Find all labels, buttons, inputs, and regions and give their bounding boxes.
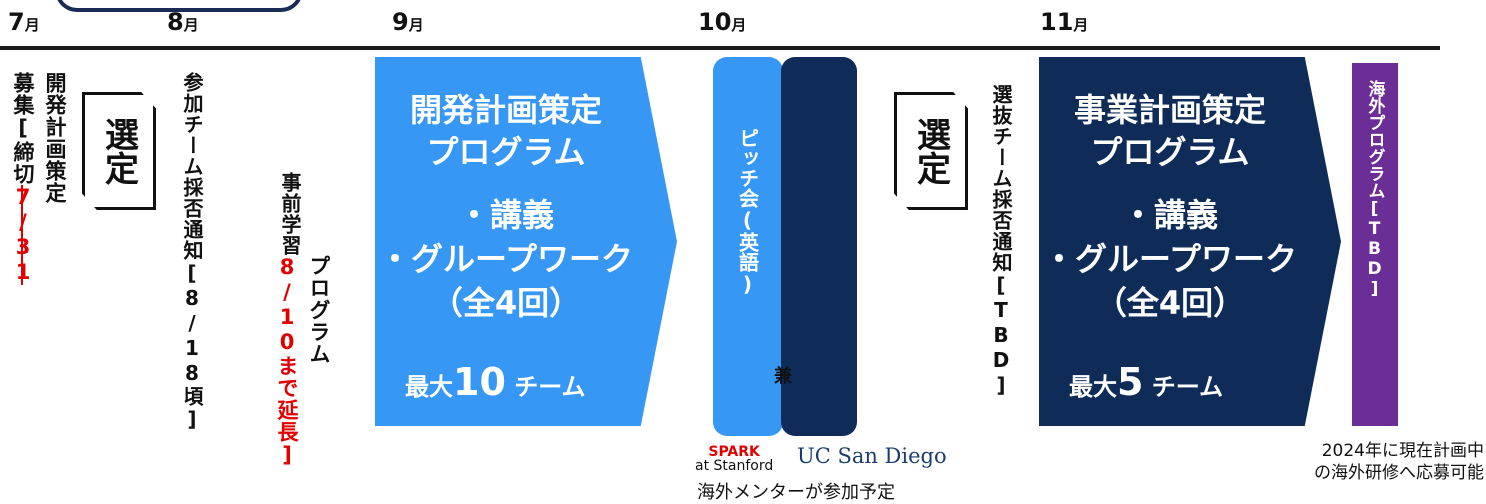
ken-label: 兼	[774, 366, 792, 387]
month-aug: 8月	[167, 8, 199, 36]
biz-selection-block: 事業計画策定プログラム参加者選考会	[781, 57, 1046, 436]
biz-program-title2: プログラム	[1090, 133, 1250, 171]
pitch-block: ピッチ会(英語)	[713, 57, 783, 436]
recruit-old-date: 7/31	[11, 185, 35, 285]
biz-program-sessions: （全4回）	[1094, 284, 1246, 322]
month-oct: 10月	[698, 8, 747, 36]
selection-box-2: 選定	[894, 92, 968, 210]
dev-program-bullet2: ・グループワーク	[378, 240, 634, 278]
overseas-block: 海外プログラム[TBD]	[1352, 63, 1398, 426]
recruit-line2: 募集[締切	[11, 72, 35, 185]
overseas-note-line1: 2024年に現在計画中	[1321, 441, 1484, 461]
recruit-line1: 開発計画策定	[43, 72, 67, 204]
pre-study: 事前学習	[278, 172, 302, 256]
month-jul: 7月	[8, 8, 40, 36]
month-sep: 9月	[392, 8, 424, 36]
selection-box-1: 選定	[82, 92, 156, 210]
recruit-line2-wrap: 募集[締切7/31	[8, 72, 38, 492]
dev-program-sessions: （全4回）	[430, 284, 582, 322]
biz-selection-text: 事業計画策定プログラム参加者選考会	[590, 70, 1049, 393]
recruit-new-date: 8/10まで延長]	[275, 255, 299, 468]
biz-program-block: 事業計画策定 プログラム ・講義 ・グループワーク （全4回） 最大5 チーム	[1039, 57, 1341, 426]
recruit-notice-2: プログラム 8/10まで延長]	[38, 255, 334, 468]
spark-logo: SPARK at Stanford	[695, 444, 774, 474]
selection-label-2: 選定	[910, 117, 951, 185]
timeline-axis	[0, 46, 1440, 50]
pitch-label: ピッチ会(英語)	[735, 127, 760, 296]
overseas-label: 海外プログラム[TBD]	[1364, 80, 1385, 299]
recruit-notice: 開発計画策定 募集[締切7/31	[8, 72, 70, 492]
biz-program-capacity: 最大5 チーム	[1069, 360, 1224, 404]
biz-program-bullet2: ・グループワーク	[1042, 240, 1298, 278]
recruit-line3: プログラム	[307, 255, 331, 365]
biz-program-bullet1: ・講義	[1121, 196, 1218, 234]
ucsd-logo: UC San Diego	[797, 444, 947, 468]
overseas-note: 2024年に現在計画中 の海外研修へ応募可能	[1270, 440, 1484, 484]
biz-program-title1: 事業計画策定	[1073, 91, 1266, 129]
month-nov: 11月	[1040, 8, 1089, 36]
selection-label-1: 選定	[98, 117, 139, 185]
aug-notice: 参加チーム採否通知[8/18頃]	[180, 72, 204, 432]
dev-program-bullet1: ・講義	[457, 196, 554, 234]
mentor-note: 海外メンターが参加予定	[697, 482, 895, 503]
overseas-note-line2: の海外研修へ応募可能	[1314, 463, 1484, 483]
dev-program-capacity: 最大10 チーム	[405, 360, 586, 404]
dev-program-title1: 開発計画策定	[409, 91, 602, 129]
dev-program-title2: プログラム	[426, 133, 586, 171]
dev-program-block: 開発計画策定 プログラム ・講義 ・グループワーク （全4回） 最大10 チーム	[375, 57, 677, 426]
nov-notice: 選抜チーム採否通知[TBD]	[989, 84, 1013, 398]
